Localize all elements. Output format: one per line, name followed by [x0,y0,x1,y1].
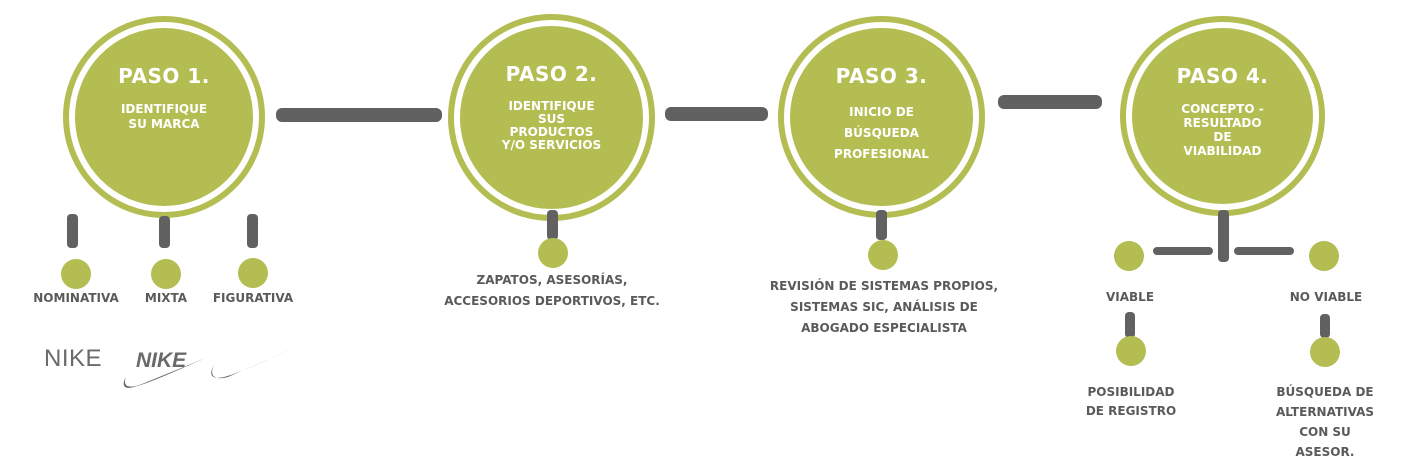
step-1-branch-bar-3 [247,214,258,248]
step-1-circle: PASO 1. IDENTIFIQUE SU MARCA [69,22,259,212]
step-2-dot [538,238,568,268]
step-4-desc: CONCEPTO - RESULTADO DE VIABILIDAD [1181,102,1264,158]
connector-3-4 [998,95,1102,109]
step-1-type-dot-2 [151,259,181,289]
not-viable-result-line-1: BÚSQUEDA DE [1276,385,1374,399]
not-viable-branch-bar [1320,314,1330,338]
step-3-circle: PASO 3. INICIO DE BÚSQUEDA PROFESIONAL [784,22,979,212]
step-3-dot [868,240,898,270]
not-viable-result-line-2: ALTERNATIVAS [1275,405,1375,419]
not-viable-label: NO VIABLE [1289,290,1363,304]
step-3-title: PASO 3. [835,64,928,88]
step-2-title: PASO 2. [505,62,598,86]
not-viable-result-line-4: ASESOR. [1295,445,1355,459]
mark-type-figurativa: FIGURATIVA [212,291,294,305]
mark-type-mixta: MIXTA [144,291,188,305]
step-3-desc: INICIO DE BÚSQUEDA PROFESIONAL [834,105,929,161]
viable-result-line-2: DE REGISTRO [1085,404,1177,418]
viable-dot [1114,241,1144,271]
step-4-circle: PASO 4. CONCEPTO - RESULTADO DE VIABILID… [1126,22,1319,210]
step-3-details-line-3: ABOGADO ESPECIALISTA [801,321,967,335]
viable-result-line-1: POSIBILIDAD [1087,385,1175,399]
step-2-branch-bar [547,210,558,240]
step-1-title: PASO 1. [118,64,210,88]
step-3-details-line-2: SISTEMAS SIC, ANÁLISIS DE [790,300,978,314]
step-3-branch-bar [876,210,887,240]
not-viable-result-dot [1310,337,1340,367]
nike-swoosh-icon [211,347,296,379]
step-1-desc: IDENTIFIQUE SU MARCA [120,102,208,131]
connector-1-2 [276,108,442,122]
step-2-circle: PASO 2. IDENTIFIQUE SUS PRODUCTOS Y/O SE… [454,20,649,215]
step-4-title: PASO 4. [1176,64,1269,88]
step-1-type-dot-1 [61,259,91,289]
step-1-type-dot-3 [238,258,268,288]
step-4-branch-bar [1218,210,1229,262]
connector-2-3 [665,107,768,121]
viable-branch-bar [1125,312,1135,338]
mark-type-nominativa: NOMINATIVA [33,291,119,305]
step-1-branch-bar-2 [159,216,170,248]
svg-text:NIKE: NIKE [136,349,187,372]
brand-example-figurative [206,345,298,385]
step-2-examples-line-1: ZAPATOS, ASESORÍAS, [476,273,628,287]
viable-label: VIABLE [1105,290,1155,304]
step-1-branch-bar-1 [67,214,78,248]
not-viable-result-line-3: CON SU [1299,425,1351,439]
step-2-examples-line-2: ACCESORIOS DEPORTIVOS, ETC. [444,294,660,308]
brand-example-mixed: NIKE [120,343,210,395]
brand-example-nominative: NIKE [44,345,103,372]
step-2-desc: IDENTIFIQUE SUS PRODUCTOS Y/O SERVICIOS [501,99,602,152]
nike-mixed-logo-icon: NIKE [123,349,208,388]
not-viable-dot [1309,241,1339,271]
step-4-split-left [1153,247,1213,255]
step-3-details-line-1: REVISIÓN DE SISTEMAS PROPIOS, [769,279,999,293]
viable-result-dot [1116,336,1146,366]
step-4-split-right [1234,247,1294,255]
